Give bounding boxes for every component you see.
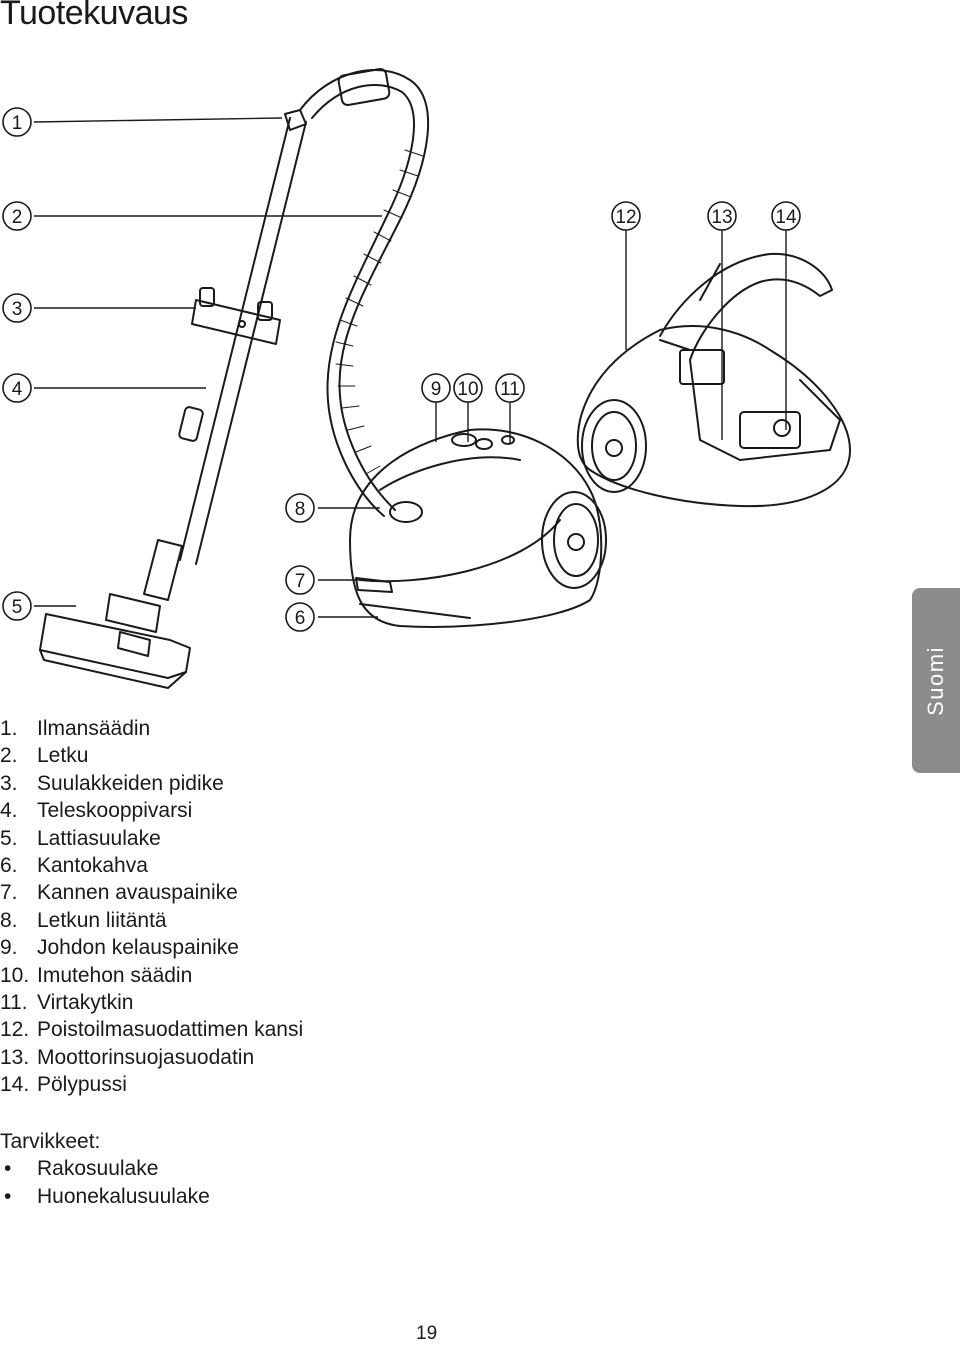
part-label: Teleskooppivarsi	[37, 799, 193, 823]
list-item: 10. Imutehon säädin	[0, 962, 303, 989]
svg-text:2: 2	[12, 207, 23, 228]
part-label: Moottorinsuojasuodatin	[37, 1045, 255, 1069]
svg-text:4: 4	[12, 379, 23, 400]
hose-ribs	[335, 149, 424, 475]
part-label: Virtakytkin	[37, 991, 134, 1015]
callout-1: 1	[2, 107, 32, 137]
nozzle-holder-drawing	[191, 299, 281, 345]
bullet-icon: •	[4, 1184, 12, 1208]
part-number: 13.	[0, 1045, 30, 1069]
callout-5: 5	[2, 591, 32, 621]
list-item: 3. Suulakkeiden pidike	[0, 770, 303, 797]
bullet-icon: •	[4, 1157, 12, 1180]
page-title: Tuotekuvaus	[0, 0, 188, 32]
part-number: 2.	[0, 744, 18, 768]
svg-text:12: 12	[615, 207, 636, 228]
part-number: 9.	[0, 936, 18, 960]
list-item: 2. Letku	[0, 742, 303, 769]
list-item: 12. Poistoilmasuodattimen kansi	[0, 1016, 303, 1043]
callout-2: 2	[2, 201, 32, 231]
svg-text:14: 14	[775, 207, 797, 228]
callout-13: 13	[707, 201, 737, 231]
svg-text:8: 8	[295, 499, 306, 520]
part-number: 5.	[0, 826, 18, 850]
part-label: Letkun liitäntä	[37, 908, 167, 932]
list-item: 9. Johdon kelauspainike	[0, 934, 303, 961]
part-label: Kantokahva	[37, 854, 148, 878]
list-item: 5. Lattiasuulake	[0, 825, 303, 852]
list-item: 14. Pölypussi	[0, 1071, 303, 1098]
vacuum-open-drawing	[576, 325, 851, 508]
part-number: 12.	[0, 1018, 30, 1042]
svg-text:11: 11	[500, 379, 520, 400]
part-number: 10.	[0, 963, 30, 987]
part-label: Lattiasuulake	[37, 826, 161, 850]
part-number: 14.	[0, 1073, 30, 1097]
callout-10: 10	[453, 373, 483, 403]
language-tab: Suomi	[912, 588, 960, 773]
callout-4: 4	[2, 373, 32, 403]
list-item: 6. Kantokahva	[0, 852, 303, 879]
part-label: Poistoilmasuodattimen kansi	[37, 1018, 304, 1042]
part-label: Letku	[37, 744, 89, 768]
svg-text:5: 5	[12, 597, 23, 618]
floor-nozzle-drawing	[39, 613, 191, 679]
svg-text:3: 3	[12, 299, 23, 320]
callout-8: 8	[285, 493, 315, 523]
list-item: 11. Virtakytkin	[0, 989, 303, 1016]
list-item: 13. Moottorinsuojasuodatin	[0, 1044, 303, 1071]
list-item: 7. Kannen avauspainike	[0, 879, 303, 906]
language-tab-label: Suomi	[923, 645, 948, 716]
wand-drawing	[179, 117, 307, 565]
part-label: Kannen avauspainike	[37, 881, 238, 905]
accessory-label: Rakosuulake	[37, 1157, 159, 1180]
callout-6: 6	[285, 602, 315, 632]
accessories-heading: Tarvikkeet:	[0, 1130, 101, 1153]
callout-14: 14	[771, 201, 801, 231]
callout-12: 12	[611, 201, 641, 231]
callout-lines	[33, 117, 787, 618]
page-number: 19	[416, 1323, 438, 1344]
part-number: 8.	[0, 908, 18, 932]
list-item: • Rakosuulake	[0, 1155, 210, 1183]
part-number: 3.	[0, 771, 18, 795]
list-item: 8. Letkun liitäntä	[0, 907, 303, 934]
accessories-list: • Rakosuulake • Huonekalusuulake	[0, 1155, 210, 1210]
vacuum-body-drawing	[349, 428, 603, 628]
part-number: 11.	[0, 991, 28, 1015]
svg-text:9: 9	[431, 379, 442, 400]
part-label: Imutehon säädin	[37, 963, 193, 987]
callout-9: 9	[421, 373, 451, 403]
part-number: 1.	[0, 717, 18, 740]
svg-text:1: 1	[12, 113, 23, 134]
vacuum-cleaner-diagram: 1 2 3 4 5 6 7 8 9 10 11 12 13 14	[2, 68, 851, 689]
part-label: Pölypussi	[37, 1073, 127, 1097]
list-item: 1. Ilmansäädin	[0, 715, 303, 742]
callout-3: 3	[2, 293, 32, 323]
svg-text:7: 7	[295, 571, 306, 592]
part-number: 7.	[0, 881, 18, 905]
list-item: 4. Teleskooppivarsi	[0, 797, 303, 824]
callout-11: 11	[495, 373, 525, 403]
list-item: • Huonekalusuulake	[0, 1183, 210, 1211]
svg-text:13: 13	[711, 207, 732, 228]
parts-list: 1. Ilmansäädin 2. Letku 3. Suulakkeiden pid…	[0, 715, 303, 1099]
accessory-label: Huonekalusuulake	[37, 1184, 210, 1208]
callout-7: 7	[285, 565, 315, 595]
part-label: Suulakkeiden pidike	[37, 771, 224, 795]
part-number: 6.	[0, 854, 18, 878]
svg-text:6: 6	[295, 608, 306, 629]
part-label: Ilmansäädin	[37, 717, 151, 740]
part-number: 4.	[0, 799, 18, 823]
part-label: Johdon kelauspainike	[37, 936, 239, 960]
svg-text:10: 10	[457, 379, 478, 400]
